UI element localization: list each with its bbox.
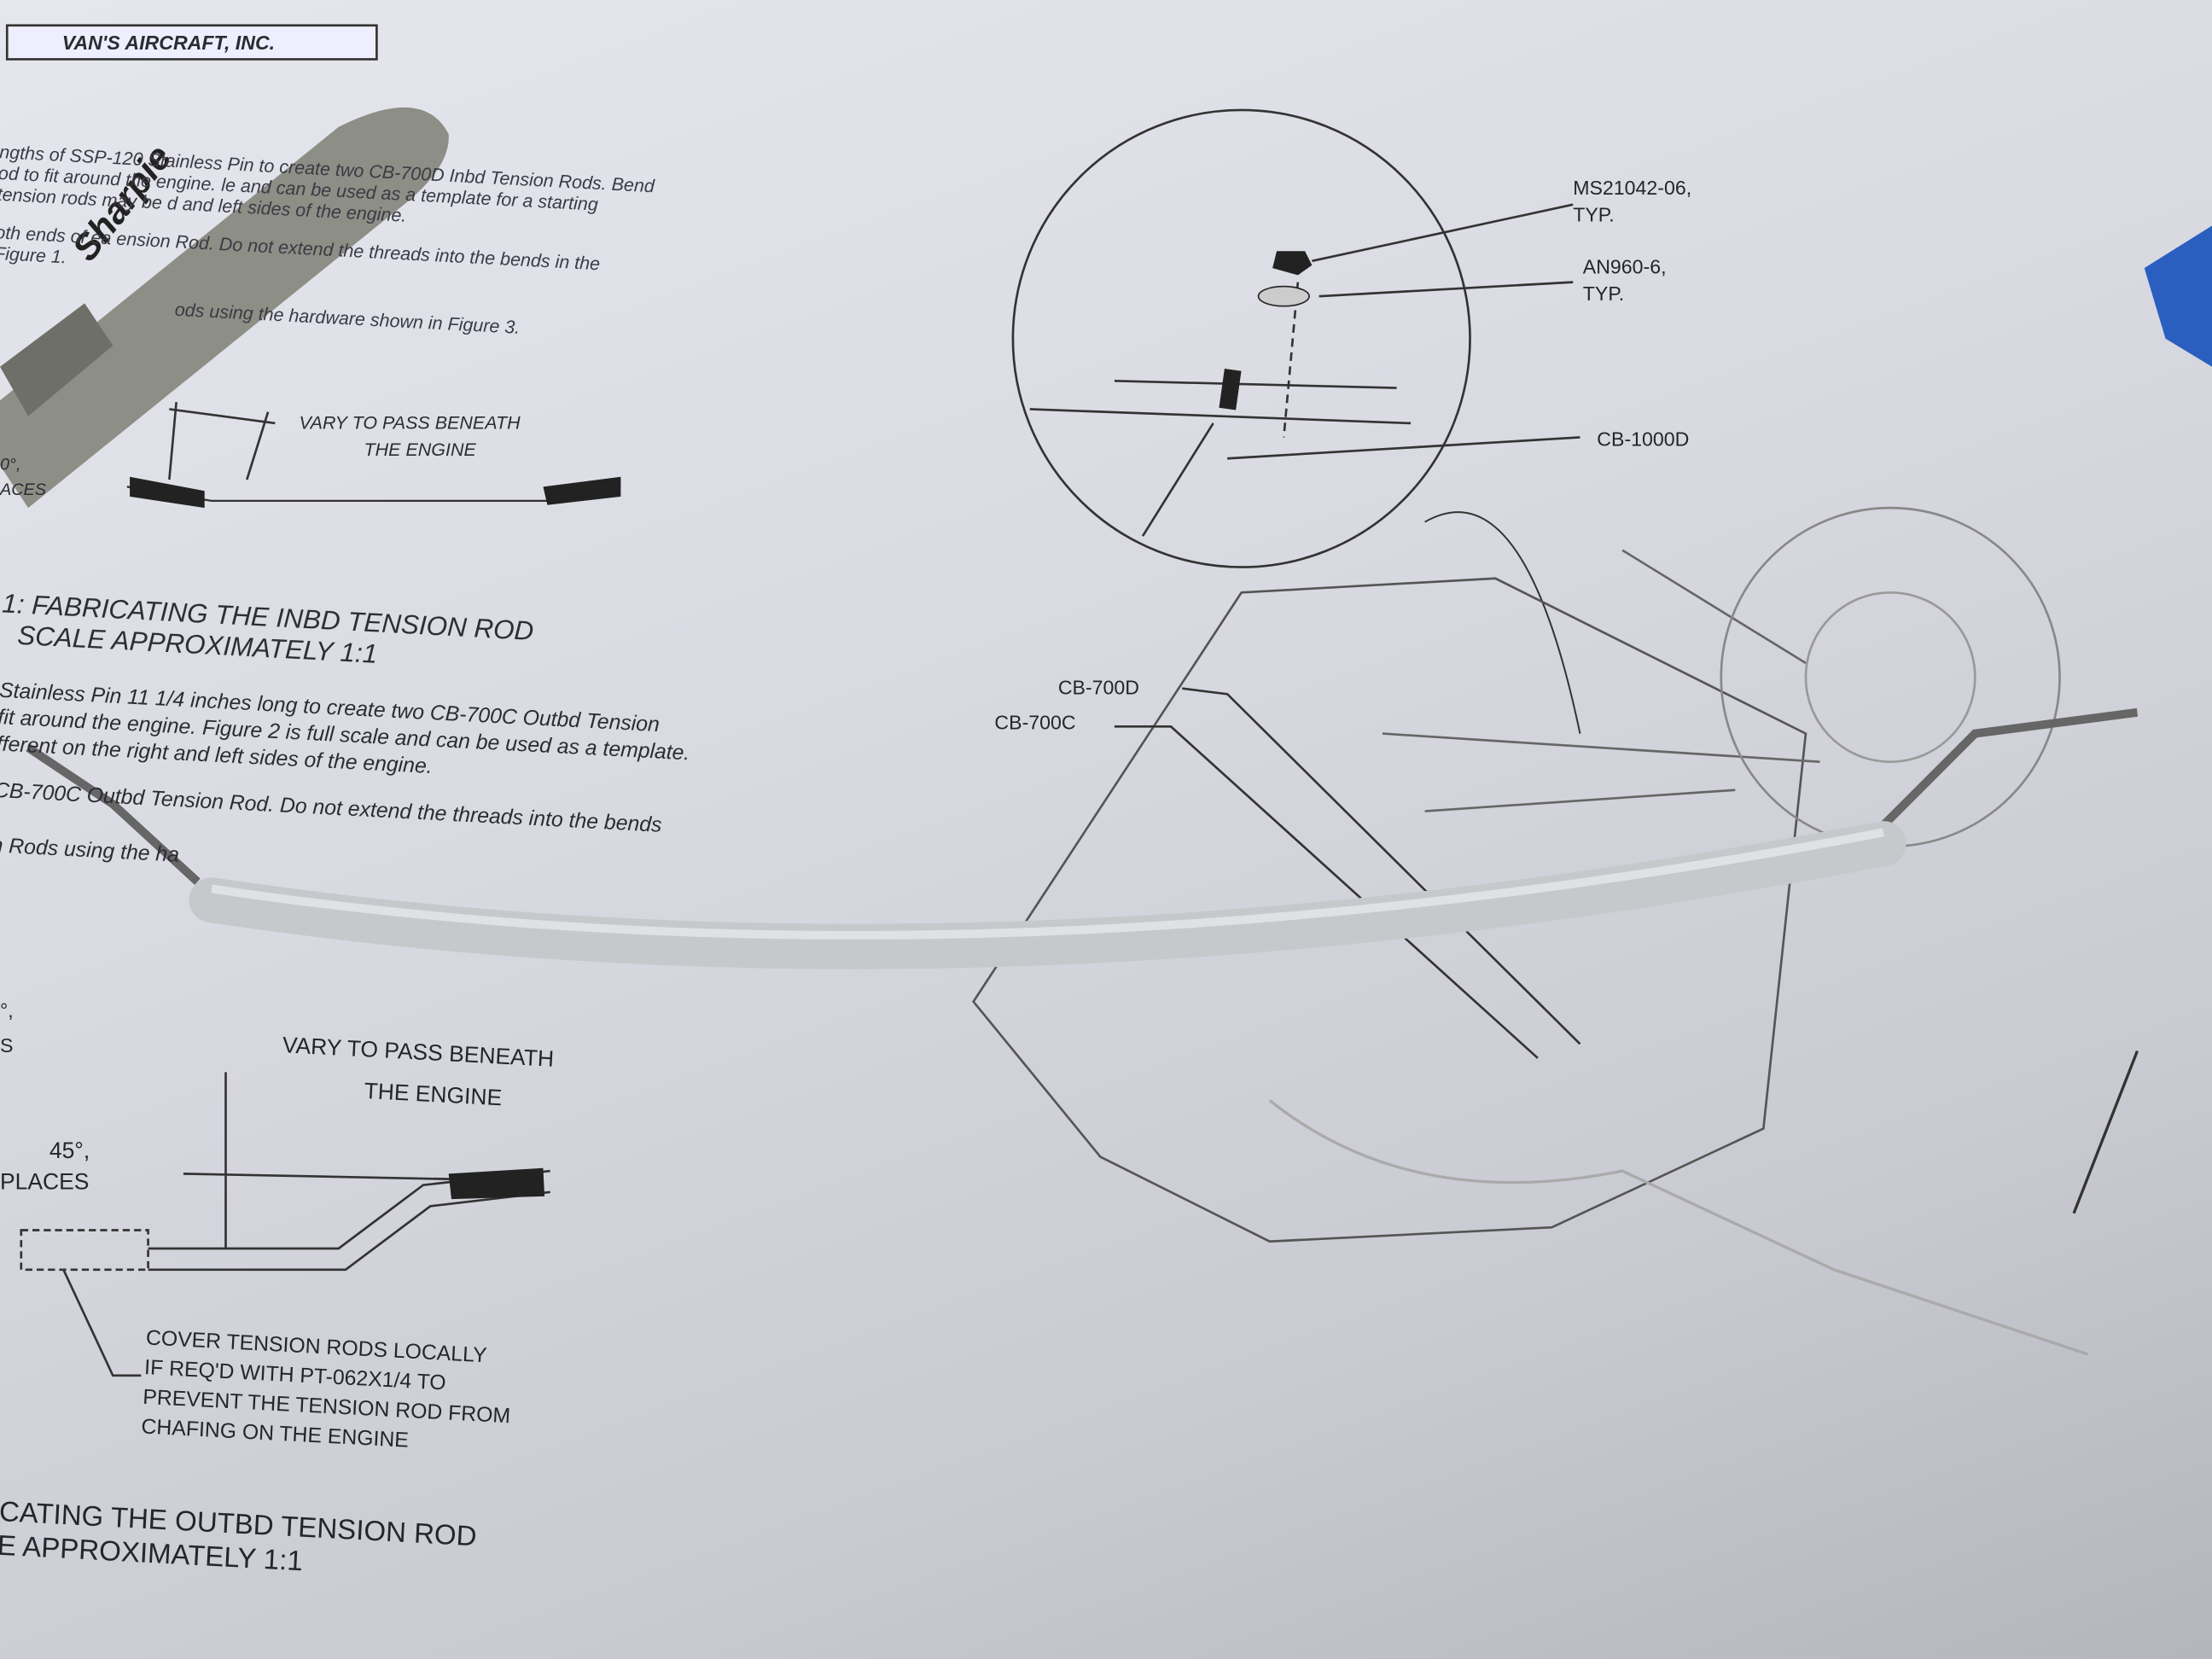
fig1-deg: 0°, xyxy=(0,454,21,474)
fig2-places: PLACES xyxy=(0,1171,90,1196)
title-block xyxy=(5,24,378,61)
callout-nut-typ: TYP. xyxy=(1573,203,1615,226)
detail-circle xyxy=(1011,108,1471,568)
flywheel xyxy=(1720,506,2061,848)
blue-block xyxy=(2144,225,2212,367)
sharpie-marker xyxy=(0,107,449,509)
fig2-s: S xyxy=(0,1033,14,1057)
company-title: VAN'S AIRCRAFT, INC. xyxy=(61,31,276,54)
tension-rod xyxy=(26,707,2139,969)
callout-outbd-rod: CB-700C xyxy=(994,711,1076,734)
detail-bracket xyxy=(1029,380,1412,537)
fig1-engine: THE ENGINE xyxy=(364,439,476,460)
callout-washer-typ: TYP. xyxy=(1582,282,1625,306)
callout-washer: AN960-6, xyxy=(1582,255,1667,278)
engine-mount xyxy=(972,577,1807,1243)
fig1-vary: VARY TO PASS BENEATH xyxy=(299,411,521,434)
fig2-deg-small: °, xyxy=(0,998,14,1022)
callout-inbd-rod: CB-700D xyxy=(1057,675,1140,699)
callout-bracket: CB-1000D xyxy=(1597,427,1690,451)
fig1-places: ACES xyxy=(0,480,47,500)
fig2-deg: 45°, xyxy=(49,1139,90,1164)
callout-nut: MS21042-06, xyxy=(1573,176,1692,200)
